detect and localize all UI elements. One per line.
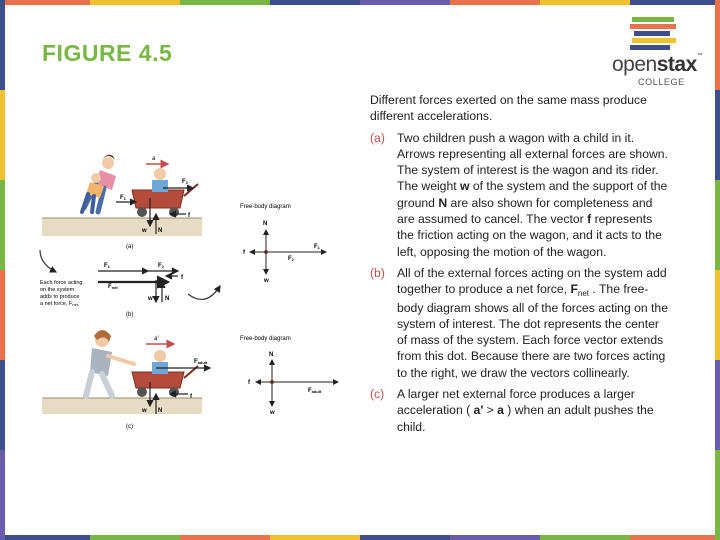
- fbd-c-fadult: Fadult: [308, 388, 322, 394]
- label-f-b: f: [181, 275, 184, 281]
- scene-c: a′ Fadult f w N (c): [42, 330, 212, 430]
- caption-item-a: (a) Two children push a wagon with a chi…: [370, 130, 670, 260]
- fbd-a-w: w: [263, 278, 269, 284]
- item-text-c: A larger net external force produces a l…: [397, 387, 654, 434]
- figure-caption: Different forces exerted on the same mas…: [370, 92, 670, 440]
- fbd-a-n: N: [263, 221, 267, 227]
- panel-b: F1 F2 Fnet f w N (b) Each force acting o…: [39, 249, 221, 318]
- item-label-a: (a): [370, 130, 385, 145]
- panel-a-label: (a): [126, 244, 133, 250]
- panel-b-note: Each force acting on the system adds to …: [40, 280, 84, 308]
- panel-c-label: (c): [126, 424, 133, 430]
- bottom-stripe: [0, 535, 720, 540]
- label-fnet-b: Fnet: [108, 284, 118, 290]
- item-label-b: (b): [370, 265, 385, 280]
- label-fadult-c: Fadult: [194, 359, 208, 365]
- slide-title: FIGURE 4.5: [42, 40, 173, 66]
- label-a: a: [152, 156, 156, 162]
- label-w-b: w: [147, 296, 153, 302]
- logo-college: COLLEGE: [638, 77, 685, 87]
- caption-intro: Different forces exerted on the same mas…: [370, 93, 647, 124]
- item-text-a: Two children push a wagon with a child i…: [397, 130, 668, 259]
- logo-wordmark: openstax™: [612, 53, 703, 76]
- openstax-logo: openstax™ COLLEGE: [612, 17, 704, 87]
- caption-item-c: (c) A larger net external force produces…: [370, 386, 670, 435]
- fbd-c-label: Free-body diagram: [240, 336, 291, 342]
- label-f-c: f: [190, 394, 193, 400]
- fbd-a-f1: F1: [314, 244, 321, 250]
- top-stripe: [0, 0, 720, 5]
- fbd-c-w: w: [269, 410, 275, 416]
- figure-illustration: a F2 F1 f w N (a) Free-body diagram N w …: [38, 150, 348, 440]
- fbd-c: Free-body diagram N w f Fadult: [240, 336, 339, 416]
- fbd-a-f2: F2: [288, 256, 295, 262]
- scene-a: a F2 F1 f w N (a): [42, 154, 202, 250]
- label-n-c: N: [158, 408, 162, 414]
- figure-svg: a F2 F1 f w N (a) Free-body diagram N w …: [39, 154, 339, 430]
- fbd-a-f: f: [243, 250, 246, 256]
- label-f1-b: F1: [104, 263, 111, 269]
- logo-bars-icon: [630, 17, 680, 52]
- fbd-a: Free-body diagram N w f F1 F2: [240, 204, 327, 284]
- panel-b-label: (b): [126, 312, 133, 318]
- label-n-b: N: [165, 296, 169, 302]
- label-w-a: w: [141, 228, 147, 234]
- label-n-a: N: [158, 228, 162, 234]
- right-stripe: [715, 0, 720, 540]
- label-f2-a: F2: [182, 179, 189, 185]
- item-text-b: All of the external forces acting on the…: [397, 265, 668, 380]
- item-label-c: (c): [370, 387, 385, 402]
- left-stripe: [0, 0, 5, 540]
- fbd-c-n: N: [269, 352, 273, 358]
- label-f2-b: F2: [158, 263, 165, 269]
- label-a-prime: a′: [154, 336, 159, 342]
- label-w-c: w: [141, 408, 147, 414]
- label-f-a: f: [188, 213, 191, 219]
- caption-item-b: (b) All of the external forces acting on…: [370, 265, 670, 381]
- fbd-c-f: f: [248, 380, 251, 386]
- label-f1-a: F1: [120, 195, 127, 201]
- fbd-a-label: Free-body diagram: [240, 204, 291, 210]
